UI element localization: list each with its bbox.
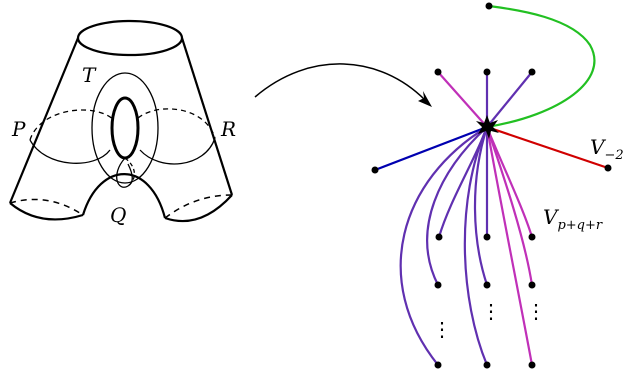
vertex-bottom-right [528,361,536,369]
label-v-pqr-main: V [543,205,560,229]
vertex-top-middle [483,68,491,76]
edge-green [486,4,596,129]
ellipsis-center: ⋮ [481,299,501,323]
left-leg-bottom-back [9,198,84,216]
edge-top-left [437,71,488,128]
right-leg-bottom-back [164,194,233,219]
vertex-row3-right [528,281,536,289]
ellipsis-left: ⋮ [432,317,452,341]
vertex-bottom-center [483,361,491,369]
edge-bottom-right [485,126,534,366]
curve-Q-front [116,157,133,188]
edge-top-right [486,71,533,128]
vertex-green-end [485,2,493,10]
edge-bottom-left [399,126,488,366]
graph-vertices [371,2,612,369]
curve-R-front [139,137,216,165]
edge-row3-right [485,126,534,286]
right-side-edge [180,37,234,196]
vertex-row3-left [434,281,442,289]
label-v-pqr-sub: p+q+r [557,218,602,233]
left-leg-bottom-front [9,202,84,221]
label-P: P [11,117,26,141]
curve-R-back [137,108,216,139]
edge-bottom-center [463,126,489,366]
edge-mid-right [485,126,534,238]
top-boundary-circle [76,19,184,57]
label-Q: Q [110,203,126,227]
vertex-red-end [604,164,612,172]
left-side-edge [8,37,80,204]
label-R: R [220,117,236,141]
vertex-row3-center [483,281,491,289]
vertex-blue-end [371,166,379,174]
arrow-head [418,91,432,107]
right-leg-bottom-front [164,194,233,223]
ellipsis-right: ⋮ [526,299,546,323]
label-T: T [82,63,97,87]
vertex-bottom-left [434,361,442,369]
curve-Q-back [124,157,136,187]
vertex-mid-left [435,233,443,241]
curve-P-back [29,109,115,141]
label-v-minus-2: V−2 [590,135,624,163]
central-hole [110,96,140,160]
edge-red [486,125,609,170]
central-star-vertex [476,115,499,139]
edge-blue [374,125,488,172]
label-v-pqr: Vp+q+r [543,205,603,233]
vertex-top-right [528,68,536,76]
vertex-top-left [434,68,442,76]
arrow-shaft [254,63,426,101]
crotch-arch [81,173,167,219]
edge-row3-center [473,126,489,286]
map-arrow [254,63,426,101]
vertex-mid-center [483,233,491,241]
vertex-mid-right [528,233,536,241]
curve-P-front [29,139,111,164]
surface-figure [8,19,234,223]
label-v-minus-2-sub: −2 [604,148,623,163]
curve-T [91,72,159,184]
edge-row3-left [426,126,488,286]
label-v-minus-2-main: V [590,135,607,159]
